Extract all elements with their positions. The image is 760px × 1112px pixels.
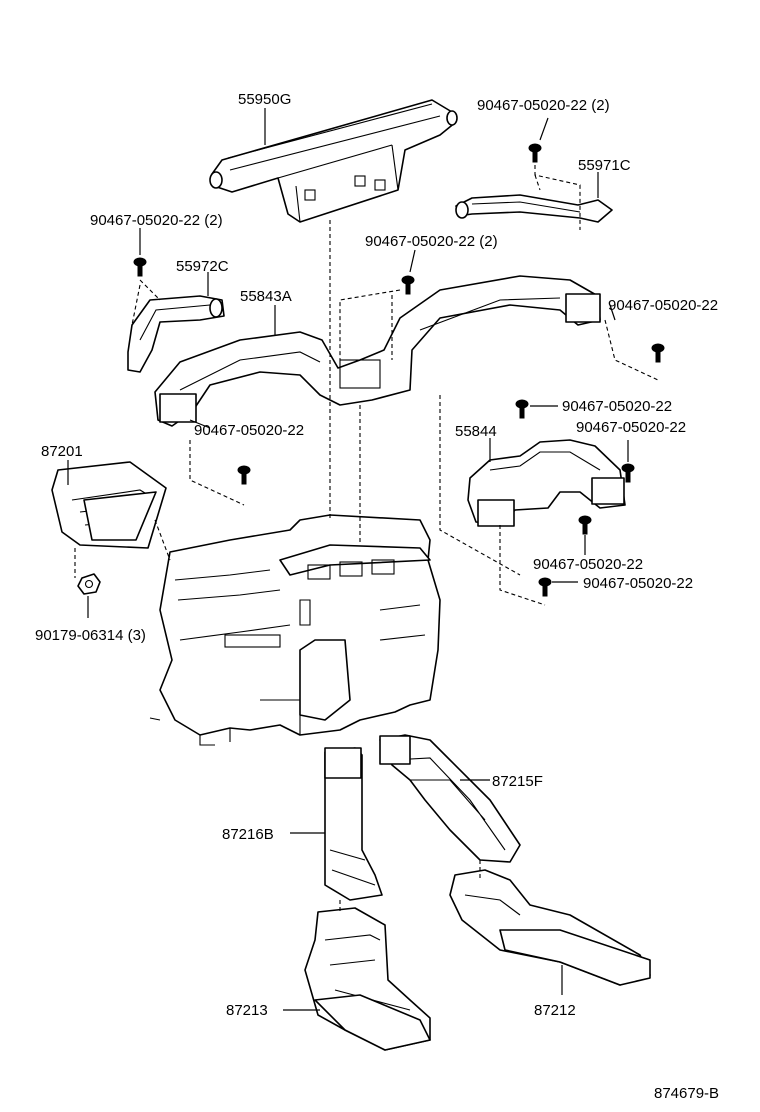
dash-screw-right-5 [439, 395, 546, 606]
label-55843A: 55843A [240, 288, 292, 305]
label-87216B: 87216B [222, 826, 274, 843]
screw-left-duct [237, 465, 251, 485]
dash-assembly-lines [154, 220, 481, 912]
part-87201 [51, 461, 167, 549]
part-55971C [455, 194, 613, 223]
label-87215F: 87215F [492, 773, 543, 790]
label-screw-top-right: 90467-05020-22 (2) [477, 97, 610, 114]
part-55843A [154, 275, 601, 427]
label-screw-right-2: 90467-05020-22 [562, 398, 672, 415]
leader-screw-left-duct [189, 419, 211, 429]
part-55950G [209, 99, 458, 223]
heater-unit [149, 514, 441, 746]
label-87212: 87212 [534, 1002, 576, 1019]
part-87212 [449, 869, 651, 986]
dash-screw-right-1 [604, 319, 659, 381]
dash-screw-center [339, 289, 401, 360]
dash-screw-top-right [534, 165, 581, 230]
part-87213 [304, 907, 431, 1051]
part-55972C [127, 295, 225, 373]
leader-screw-top-right [539, 117, 549, 141]
label-55844: 55844 [455, 423, 497, 440]
label-87213: 87213 [226, 1002, 268, 1019]
leader-screw-right-1 [609, 304, 616, 321]
screw-right-1 [651, 343, 665, 363]
label-screw-top-left: 90467-05020-22 (2) [90, 212, 223, 229]
label-screw-left-duct: 90467-05020-22 [194, 422, 304, 439]
label-screw-right-5: 90467-05020-22 [583, 575, 693, 592]
screw-center [401, 275, 415, 295]
screw-right-3 [621, 463, 635, 483]
screw-top-right [528, 143, 542, 163]
label-diagram-id: 874679-B [654, 1085, 719, 1102]
screw-top-left [133, 257, 147, 277]
screw-right-2 [515, 399, 529, 419]
part-87215F [379, 734, 521, 863]
part-55844 [467, 439, 626, 527]
dash-screw-left-duct [189, 440, 245, 506]
leader-screw-center [409, 249, 416, 273]
part-87216B [324, 747, 383, 901]
label-87201: 87201 [41, 443, 83, 460]
dash-screw-top-left [131, 279, 161, 326]
screw-right-4 [578, 515, 592, 535]
nut-90179 [77, 573, 101, 595]
label-screw-center: 90467-05020-22 (2) [365, 233, 498, 250]
label-55971C: 55971C [578, 157, 631, 174]
label-screw-right-3: 90467-05020-22 [576, 419, 686, 436]
label-screw-right-4: 90467-05020-22 [533, 556, 643, 573]
screw-right-5 [538, 577, 552, 597]
label-nut: 90179-06314 (3) [35, 627, 146, 644]
label-screw-right-1: 90467-05020-22 [608, 297, 718, 314]
label-55972C: 55972C [176, 258, 229, 275]
label-55950G: 55950G [238, 91, 291, 108]
